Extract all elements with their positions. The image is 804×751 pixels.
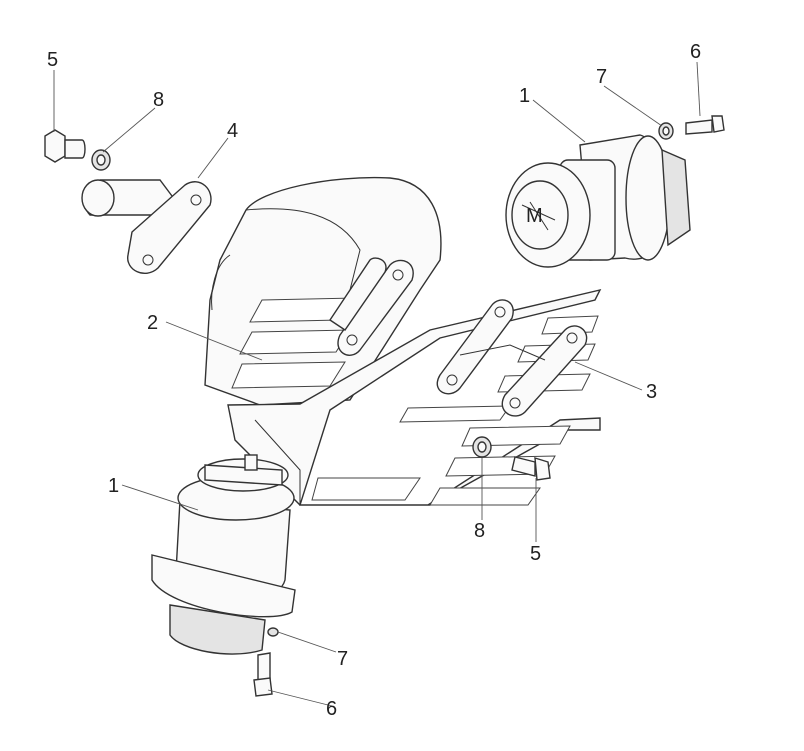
washer-bottom [267, 627, 279, 637]
callout-bolt-bottom-right: 5 [530, 543, 541, 565]
gearbox-bottom [151, 454, 296, 655]
callout-bracket-right: 3 [646, 381, 657, 403]
callout-bolt-bottom: 6 [326, 698, 337, 720]
leader-lines [53, 61, 701, 707]
callout-washer-top-left: 8 [153, 89, 164, 111]
washer-top-left [91, 149, 111, 171]
callout-bolt-top-right: 6 [690, 41, 701, 63]
washer-bottom-right [472, 436, 492, 458]
housing-link-arm [329, 257, 414, 356]
callout-gearbox-top-right: 1 [519, 85, 530, 107]
svg-text:M: M [526, 205, 543, 227]
bracket-plate-right [436, 299, 588, 417]
callout-washer-top-right: 7 [596, 66, 607, 88]
gearbox-top-right: M [505, 134, 691, 268]
callout-bracket-top-left: 4 [227, 120, 238, 142]
bolt-top-right [685, 115, 725, 135]
callout-gearbox-bottom: 1 [108, 475, 119, 497]
bolt-bottom-right [511, 456, 551, 481]
washer-top-right [658, 122, 674, 140]
bolt-bottom [253, 652, 273, 697]
housing-part [204, 176, 442, 406]
callout-bolt-top-left: 5 [47, 49, 58, 71]
callout-washer-bottom-right: 8 [474, 520, 485, 542]
bolt-top-left [44, 129, 86, 163]
callout-housing: 2 [147, 312, 158, 334]
callout-washer-bottom: 7 [337, 648, 348, 670]
bracket-plate-left [81, 179, 212, 274]
